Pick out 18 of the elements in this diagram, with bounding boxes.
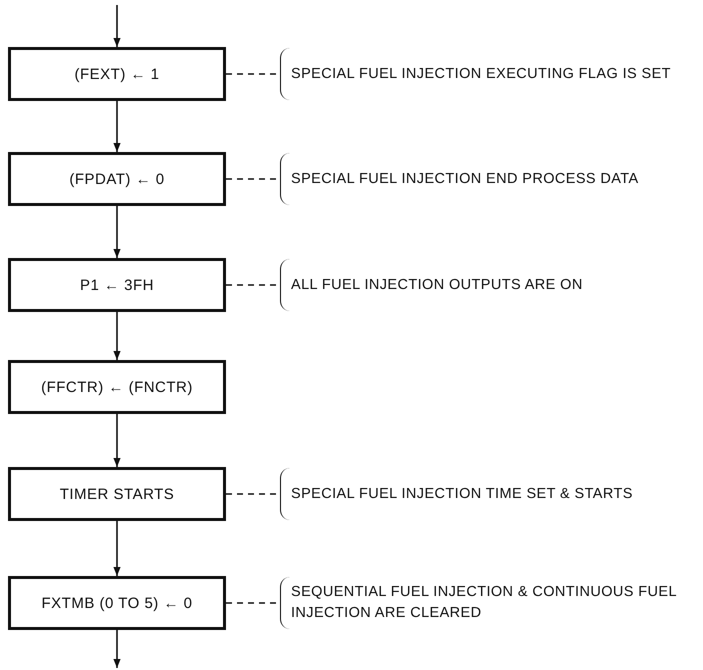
process-box: (FPDAT) ← 0 bbox=[8, 152, 226, 206]
arrow bbox=[113, 414, 121, 467]
annotation-text: SPECIAL FUEL INJECTION EXECUTING FLAG IS SET bbox=[280, 48, 671, 100]
annotation-text: SEQUENTIAL FUEL INJECTION & CONTINUOUS FUEL INJECTION ARE CLEARED bbox=[280, 577, 703, 629]
arrow bbox=[113, 521, 121, 576]
process-box: (FEXT) ← 1 bbox=[8, 47, 226, 101]
annotation-text: ALL FUEL INJECTION OUTPUTS ARE ON bbox=[280, 259, 583, 311]
arrow bbox=[113, 5, 121, 47]
process-box: P1 ← 3FH bbox=[8, 258, 226, 312]
arrow bbox=[113, 630, 121, 668]
arrow bbox=[113, 312, 121, 360]
annotation-text: SPECIAL FUEL INJECTION END PROCESS DATA bbox=[280, 153, 639, 205]
arrow bbox=[113, 101, 121, 152]
process-box: FXTMB (0 TO 5) ← 0 bbox=[8, 576, 226, 630]
process-box: TIMER STARTS bbox=[8, 467, 226, 521]
annotation-text: SPECIAL FUEL INJECTION TIME SET & STARTS bbox=[280, 468, 633, 520]
arrow bbox=[113, 206, 121, 258]
process-box: (FFCTR) ← (FNCTR) bbox=[8, 360, 226, 414]
